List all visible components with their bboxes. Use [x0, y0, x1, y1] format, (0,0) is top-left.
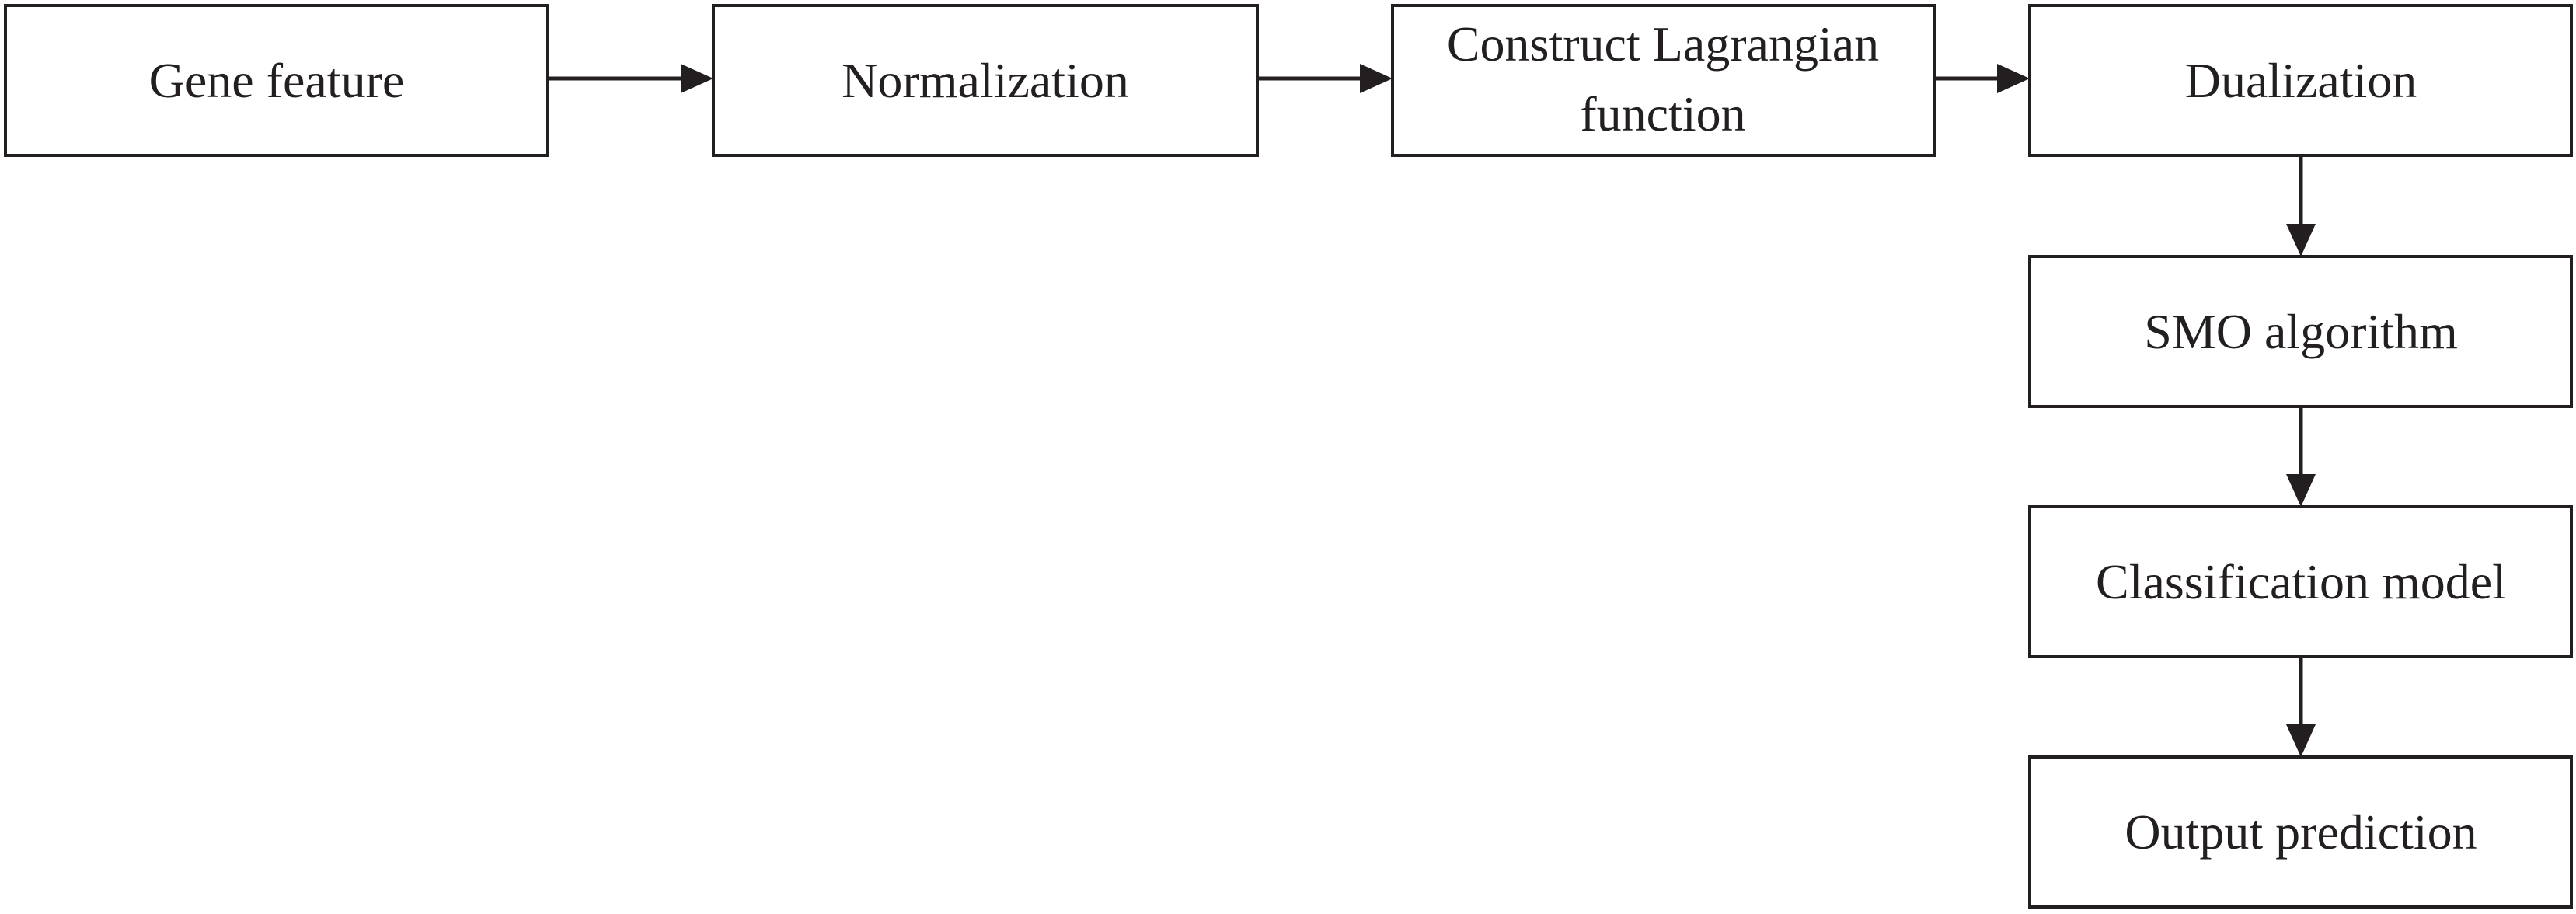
edge-gene-feature-to-normalization	[548, 64, 713, 93]
node-construct-lagrangian-label-line-2: function	[1580, 86, 1745, 141]
node-smo-algorithm-label: SMO algorithm	[2144, 304, 2458, 359]
edge-normalization-to-lagrangian	[1257, 64, 1393, 93]
node-output-prediction-label: Output prediction	[2125, 804, 2477, 860]
edge-smo-to-classification	[2286, 406, 2316, 507]
node-construct-lagrangian-label-line-1: Construct Lagrangian	[1447, 16, 1879, 72]
edge-lagrangian-to-dualization	[1934, 64, 2030, 93]
node-gene-feature-label: Gene feature	[149, 53, 405, 108]
edge-classification-to-output	[2286, 657, 2316, 757]
node-normalization: Normalization	[712, 4, 1259, 157]
node-dualization: Dualization	[2028, 4, 2573, 157]
node-output-prediction: Output prediction	[2028, 755, 2573, 909]
node-classification-model-label: Classification model	[2096, 554, 2506, 609]
edge-dualization-to-smo	[2286, 156, 2316, 256]
node-gene-feature: Gene feature	[4, 4, 549, 157]
node-construct-lagrangian: Construct Lagrangian function	[1391, 4, 1936, 157]
node-dualization-label: Dualization	[2185, 53, 2417, 108]
node-normalization-label: Normalization	[842, 53, 1129, 108]
node-classification-model: Classification model	[2028, 505, 2573, 658]
node-smo-algorithm: SMO algorithm	[2028, 255, 2573, 408]
